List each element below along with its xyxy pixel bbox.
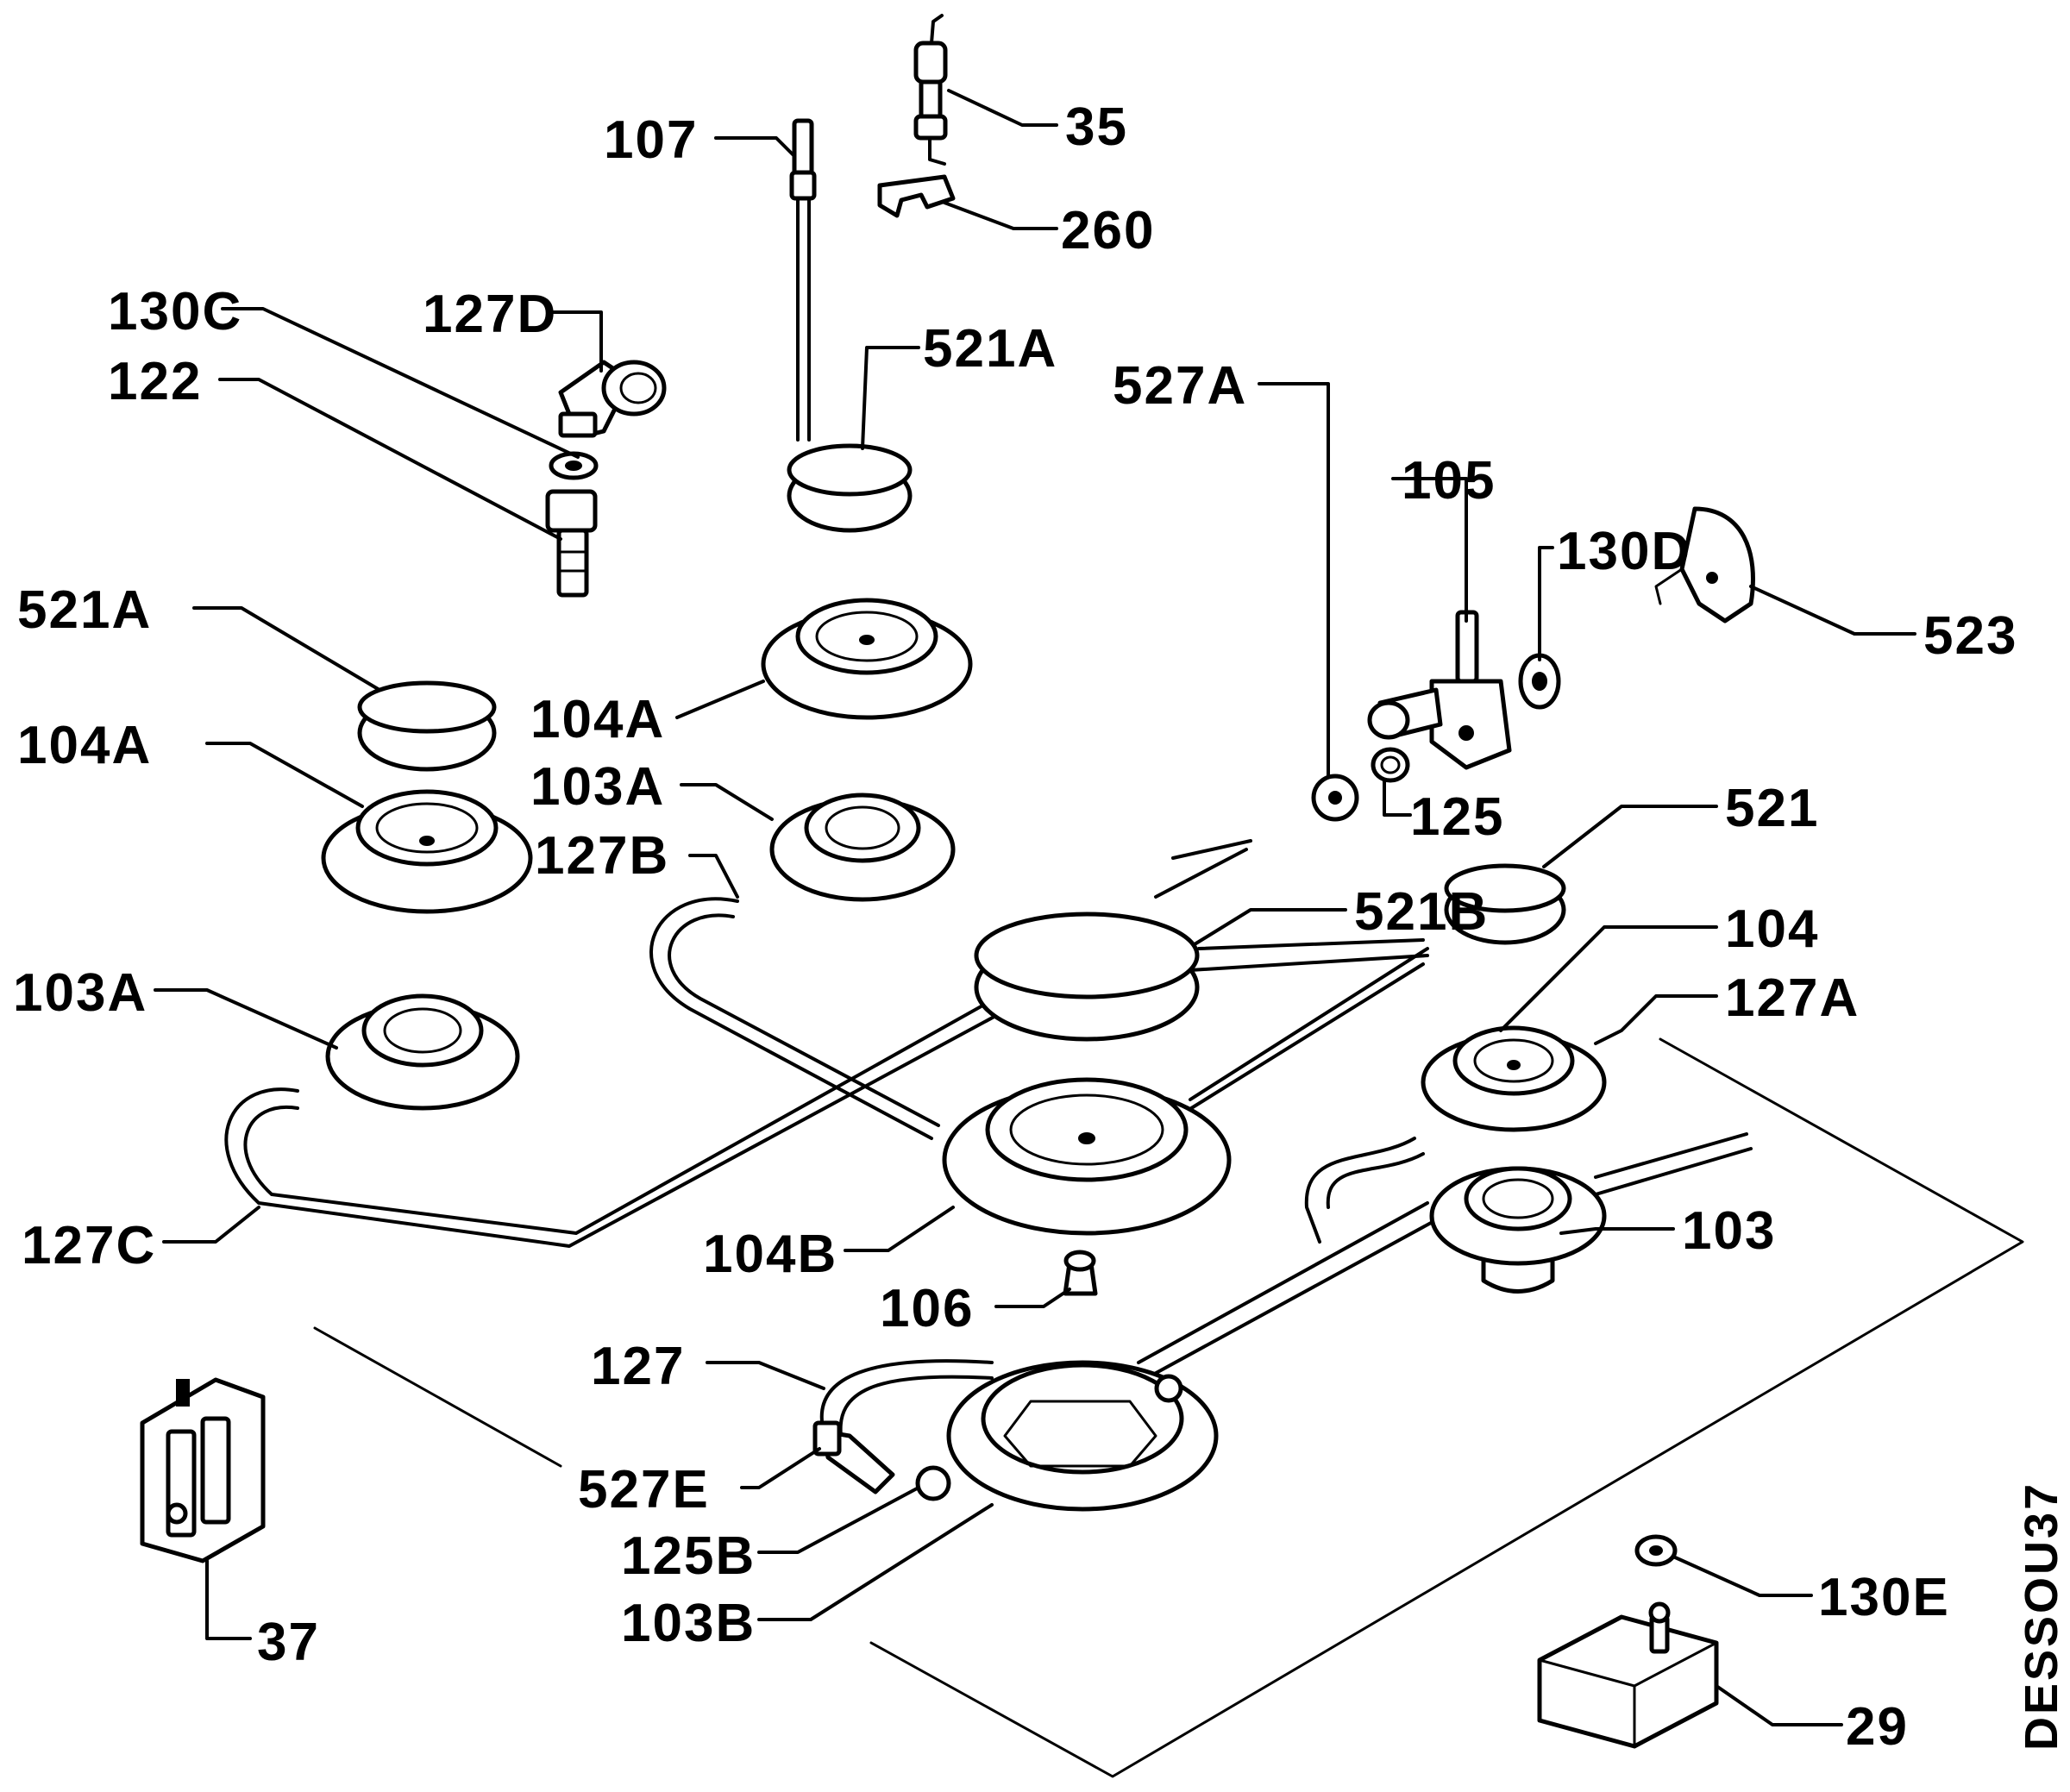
label-130e: 130E [1818,1568,1950,1627]
label-127b: 127B [535,826,669,886]
burner-crown-104 [1421,1025,1607,1132]
label-523: 523 [1923,606,2017,666]
label-127d: 127D [423,285,557,344]
label-104: 104 [1725,899,1819,959]
bracket-523 [1654,506,1755,623]
label-29: 29 [1846,1697,1909,1757]
label-103a-left: 103A [13,963,147,1023]
burner-base-103 [1429,1166,1607,1294]
gas-tubes [224,839,1753,1438]
elbow-fitting-127d [558,360,667,438]
hob-outline [313,1037,2024,1778]
drawing-code: DESSOU37 [2016,1482,2067,1751]
part-labels: 35 107 260 130C 127D 122 521A 527A 105 1… [13,97,2017,1757]
hose-connector-122 [545,489,598,598]
nozzle-125b [915,1465,951,1501]
label-107: 107 [604,110,698,170]
burner-crown-104b [942,1077,1232,1236]
label-125: 125 [1410,787,1504,847]
label-130c: 130C [108,282,242,341]
label-527e: 527E [578,1460,710,1519]
label-127c: 127C [22,1216,156,1275]
label-104a-left: 104A [17,716,152,775]
label-260: 260 [1061,201,1155,260]
burner-base-103a-center [769,793,956,902]
injector-106 [1063,1250,1098,1296]
nut-527a [1311,774,1359,822]
thermocouple-107 [789,118,817,442]
washer-130c [549,451,599,480]
washer-130d [1518,653,1561,710]
label-527a: 527A [1113,356,1247,416]
label-37: 37 [257,1613,320,1672]
label-104b: 104B [703,1225,837,1284]
gas-tap-105 [1367,610,1512,770]
burner-base-103a-left [325,993,520,1111]
label-125b: 125B [621,1526,756,1586]
washer-130e [1634,1534,1678,1567]
burner-crown-104a-left [321,789,533,914]
label-521a-top: 521A [923,319,1057,379]
label-104a-center: 104A [530,690,665,749]
spark-electrode-35 [913,14,948,166]
connector-527e [812,1420,895,1494]
label-521: 521 [1725,779,1819,838]
burner-cap-521 [1444,863,1566,945]
label-105: 105 [1402,451,1496,511]
label-35: 35 [1065,97,1128,157]
label-521a-left: 521A [17,580,152,640]
label-127a: 127A [1725,968,1860,1028]
burner-cap-521b [974,912,1200,1042]
label-122: 122 [108,352,202,411]
label-127: 127 [591,1337,685,1396]
label-103b: 103B [621,1594,756,1653]
label-521b: 521B [1354,882,1489,942]
clip-260 [877,174,956,218]
label-103a-center: 103A [530,757,665,817]
leader-lines [154,89,1916,1726]
burner-cap-521a-left [357,680,497,772]
burner-cap-521a-top [787,443,913,533]
ignition-switch-37 [140,1377,266,1563]
nozzle-125 [1371,747,1410,783]
label-103: 103 [1682,1201,1776,1261]
burner-crown-104a-center [761,598,973,720]
label-130d: 130D [1557,522,1691,581]
label-106: 106 [880,1279,974,1338]
generator-box-29 [1537,1601,1719,1749]
burner-base-103b [946,1360,1219,1512]
